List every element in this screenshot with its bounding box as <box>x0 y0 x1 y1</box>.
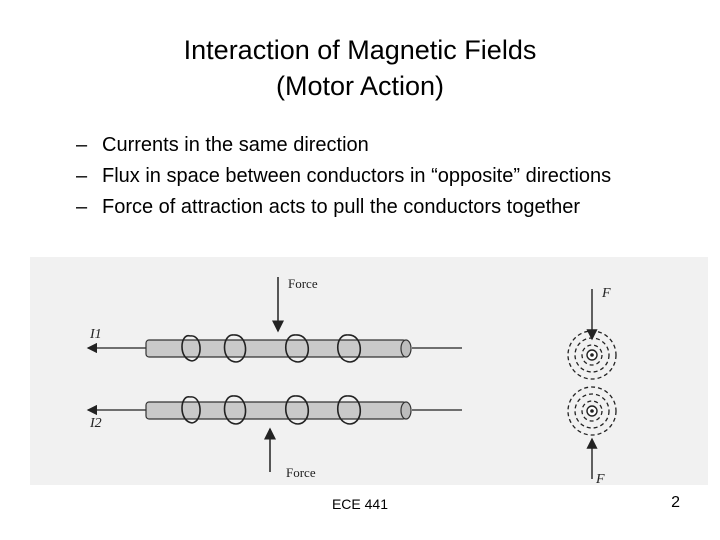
flux-loops-1 <box>181 334 362 363</box>
end-view-dot-1 <box>590 353 594 357</box>
bullet-item-3: – Force of attraction acts to pull the c… <box>76 192 696 223</box>
end-view-top-label: F <box>601 286 611 301</box>
bullet-text: Flux in space between conductors in “opp… <box>102 165 612 187</box>
title-line-2: (Motor Action) <box>275 71 445 101</box>
end-view-flux-1 <box>567 330 617 380</box>
bullet-dash: – <box>76 165 88 187</box>
force-top-label: Force <box>288 276 318 291</box>
slide-title: Interaction of Magnetic Fields (Motor Ac… <box>0 32 720 104</box>
conductor-interaction-figure: Force I1 I2 <box>30 257 708 485</box>
figure-drawing: Force I1 I2 <box>30 257 708 485</box>
bullet-list: – Currents in the same direction – Flux … <box>76 130 696 223</box>
conductor-2-end <box>400 401 412 420</box>
bullet-text: Force of attraction acts to pull the con… <box>102 196 581 218</box>
force-bottom-label: Force <box>286 465 316 480</box>
conductor-1-end <box>400 339 412 358</box>
bullet-text: Currents in the same direction <box>102 134 369 156</box>
page-number: 2 <box>671 494 680 511</box>
bullet-item-1: – Currents in the same direction <box>76 130 696 161</box>
slide-footer: ECE 441 <box>331 496 389 512</box>
conductor-1 <box>145 339 407 358</box>
bullet-dash: – <box>76 134 88 156</box>
current-2-label: I2 <box>89 416 102 431</box>
end-view-dot-2 <box>590 409 594 413</box>
current-1-label: I1 <box>89 327 102 342</box>
end-view-bottom-label: F <box>595 472 605 485</box>
title-line-1: Interaction of Magnetic Fields <box>183 35 537 65</box>
flux-loops-2 <box>181 395 362 425</box>
conductor-2 <box>145 401 407 420</box>
bullet-dash: – <box>76 196 88 218</box>
end-view-flux-2 <box>567 386 617 436</box>
bullet-item-2: – Flux in space between conductors in “o… <box>76 161 696 192</box>
